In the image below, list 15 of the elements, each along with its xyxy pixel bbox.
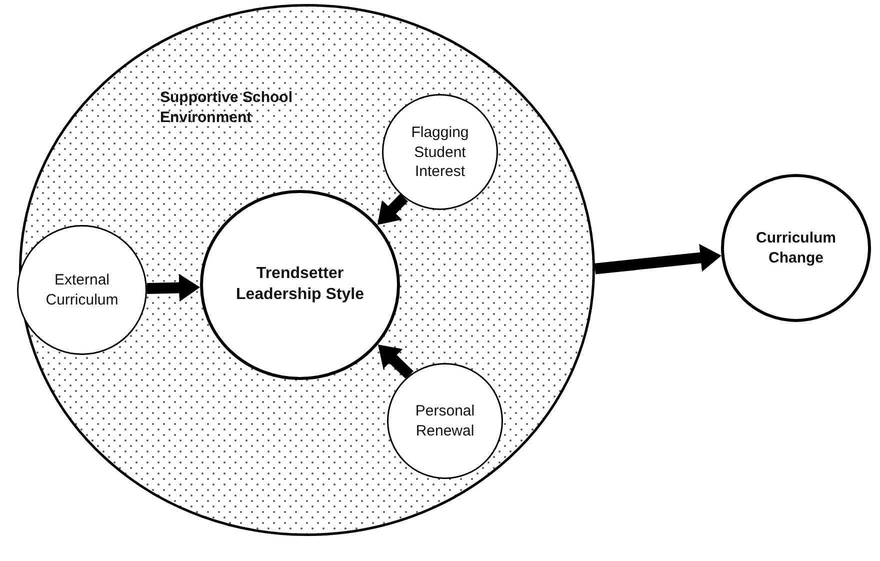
factor-circle (382, 94, 498, 210)
node-label: Personal Renewal (414, 402, 476, 440)
arrow (378, 344, 414, 379)
factor-circle (387, 363, 503, 479)
node-label: Curriculum Change (754, 228, 837, 268)
arrow (377, 194, 408, 225)
node-label: Trendsetter Leadership Style (234, 264, 366, 305)
environment-circle (19, 4, 595, 536)
node-label: External Curriculum (44, 270, 120, 310)
node-label: Flagging Student Interest (410, 122, 470, 182)
leadership-circle (200, 190, 400, 380)
outcome-circle (721, 174, 871, 322)
factor-circle (17, 225, 147, 355)
node-label: Supportive School Environment (160, 88, 294, 127)
arrow (594, 244, 722, 274)
